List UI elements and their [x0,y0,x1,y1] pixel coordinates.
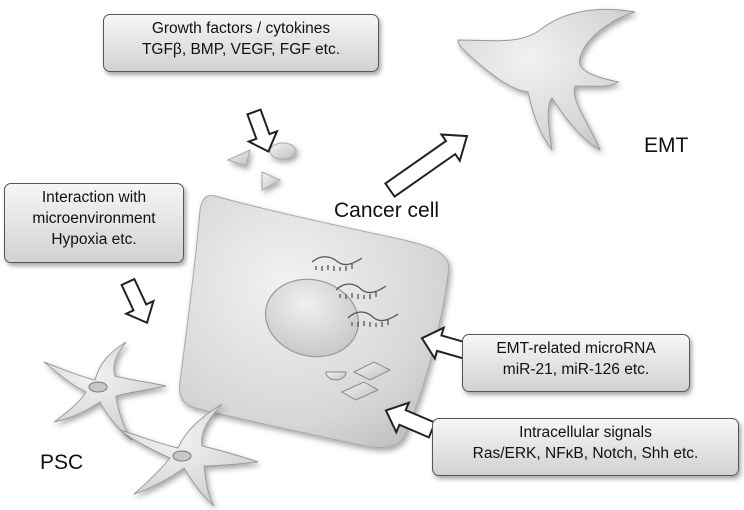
signal-diamond [352,361,392,381]
psc-label: PSC [40,451,84,474]
microrna-strands [311,256,399,327]
arrow-signals [384,401,437,439]
signal-molecules [325,361,392,401]
psc-nucleus-2 [172,450,192,462]
cancer-cell-label: Cancer cell [334,199,440,222]
growth-factors-box: Growth factors / cytokines TGFβ, BMP, VE… [103,14,379,72]
arrows [120,108,474,439]
microrna-line1: EMT-related microRNA [496,340,656,357]
nucleus [264,278,360,358]
microrna-box: EMT-related microRNA miR-21, miR-126 etc… [462,334,690,392]
emt-cell [457,8,636,152]
psc-cell-1 [43,341,167,441]
psc-nucleus-1 [88,381,108,393]
interaction-line3: Hypoxia etc. [51,231,137,248]
arrow-interaction-down [120,277,156,325]
intracellular-signals-box: Intracellular signals Ras/ERK, NFκB, Not… [432,418,739,476]
arrow-to-emt [384,133,469,198]
emt-label: EMT [644,134,689,157]
interaction-line2: microenvironment [32,210,156,227]
particle-oval [269,142,297,160]
growth-factors-line1: Growth factors / cytokines [151,20,331,37]
signals-line1: Intracellular signals [519,424,652,441]
signals-line2: Ras/ERK, NFκB, Notch, Shh etc. [472,445,699,462]
interaction-line1: Interaction with [41,189,147,206]
cancer-cell [179,195,450,448]
particle-triangle-2 [261,171,282,191]
interaction-box: Interaction with microenvironment Hypoxi… [4,183,184,263]
growth-factors-line2: TGFβ, BMP, VEGF, FGF etc. [141,41,341,58]
particle-triangle-1 [226,149,251,167]
growth-factor-particles [226,142,297,191]
arrow-growth-down [246,108,279,153]
signal-half-disc [325,371,347,381]
signal-parallelogram [340,381,380,401]
microrna-line2: miR-21, miR-126 etc. [502,361,650,378]
